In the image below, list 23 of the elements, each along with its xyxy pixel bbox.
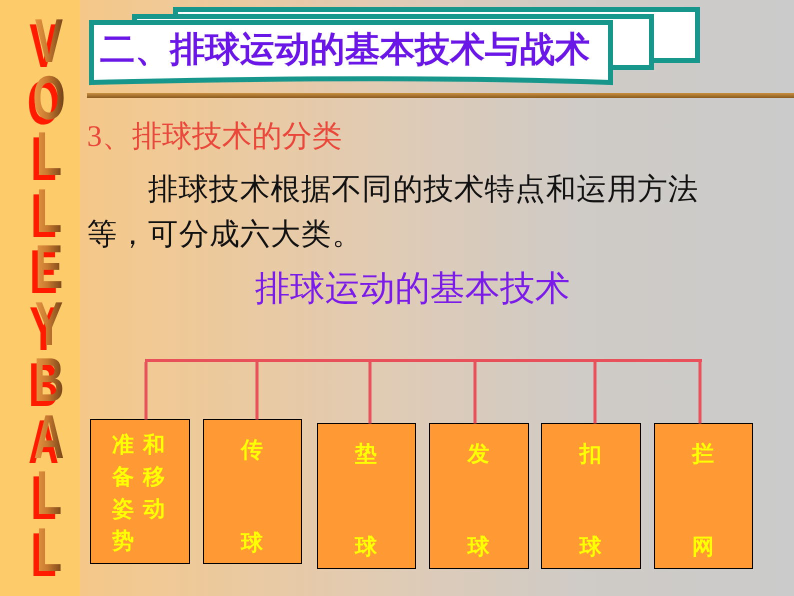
category-box	[317, 423, 416, 569]
box-label: 准备姿势和移动	[112, 432, 166, 556]
category-box	[654, 423, 753, 569]
category-box	[90, 419, 190, 564]
box-label: 发球	[468, 444, 490, 559]
diagram-heading: 排球运动的基本技术	[255, 268, 570, 310]
box-label: 垫球	[355, 444, 377, 559]
connector-line	[698, 362, 702, 423]
section-heading: 3、排球技术的分类	[87, 119, 342, 155]
box-label: 拦网	[692, 444, 714, 559]
connector-line	[368, 362, 372, 423]
box-label: 传球	[241, 440, 263, 555]
box-label: 扣球	[580, 444, 602, 559]
bus-bar	[144, 358, 702, 362]
category-box	[429, 423, 529, 569]
connector-line	[256, 362, 258, 419]
connector-line	[594, 362, 596, 423]
category-box	[541, 423, 641, 569]
connector-line	[144, 362, 148, 419]
category-box	[203, 419, 302, 564]
body-text: 排球技术根据不同的技术特点和运用方法等，可分成六大类。	[87, 172, 700, 253]
slide-title: 二、排球运动的基本技术与战术	[100, 29, 590, 72]
connector-line	[474, 362, 476, 423]
